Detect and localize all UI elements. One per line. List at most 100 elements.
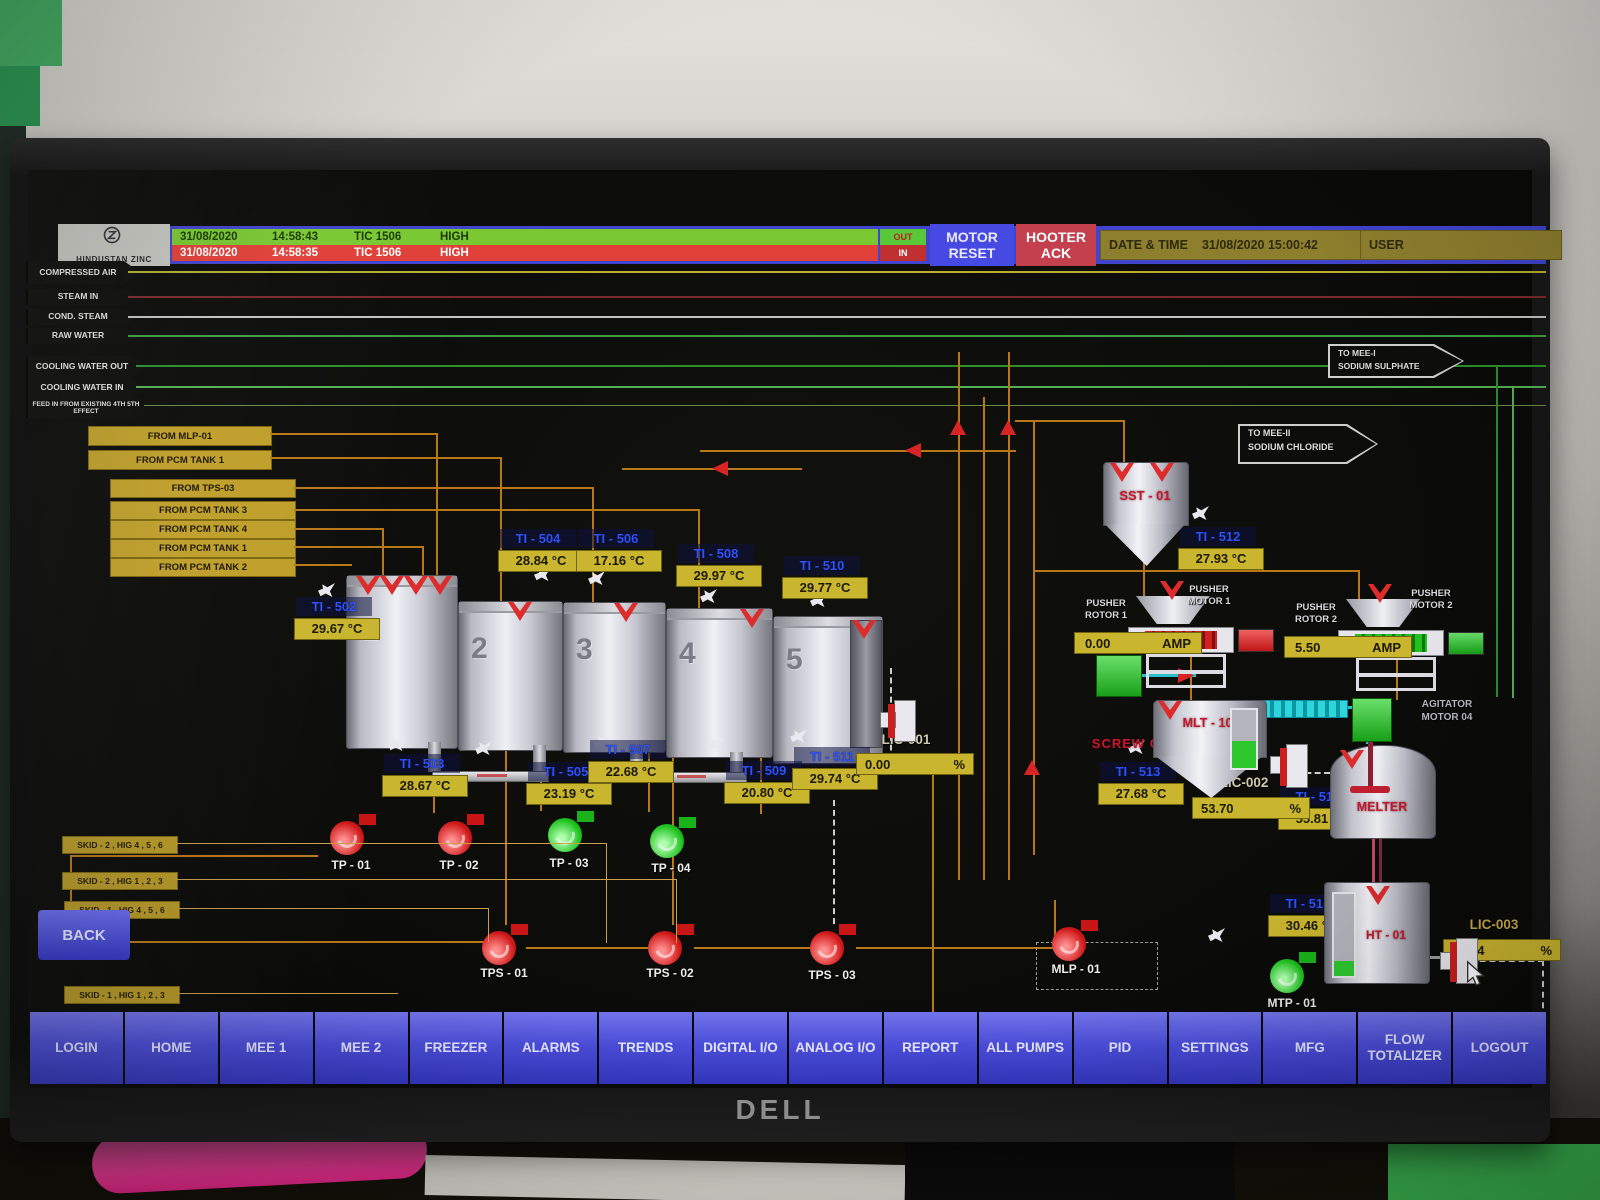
nav-report[interactable]: REPORT xyxy=(883,1012,977,1084)
pump-tp-02-label: TP - 02 xyxy=(439,858,479,872)
skid-line xyxy=(676,879,677,943)
pump-tp-04-label: TP - 04 xyxy=(651,861,691,875)
back-button[interactable]: BACK xyxy=(38,910,130,960)
pipe xyxy=(932,760,934,1058)
pump-tp-03[interactable] xyxy=(546,809,594,853)
nav-settings[interactable]: SETTINGS xyxy=(1168,1012,1262,1084)
pipe-melter-outlet-2 xyxy=(1379,836,1382,884)
datetime-field: DATE & TIME 31/08/2020 15:00:42 xyxy=(1100,230,1370,260)
pipe-riser xyxy=(958,352,960,880)
pump-mtp-01[interactable] xyxy=(1268,950,1316,994)
nav-mee-2[interactable]: MEE 2 xyxy=(314,1012,408,1084)
desk-cables xyxy=(905,1140,1235,1200)
ti-509-tag: TI - 509 xyxy=(726,761,802,780)
route-arrow-fill xyxy=(1330,346,1462,376)
from-tag-pcm1b: FROM PCM TANK 1 xyxy=(110,539,296,558)
nav-all-pumps[interactable]: ALL PUMPS xyxy=(978,1012,1072,1084)
alarm-tag: TIC 1506 xyxy=(354,247,402,259)
pump-icon xyxy=(810,931,844,965)
pipe-feed-existing xyxy=(144,405,1546,406)
pipe-cooling-riser-2 xyxy=(1512,388,1514,698)
motor-reset-button[interactable]: MOTOR RESET xyxy=(930,224,1014,266)
nav-mee-1[interactable]: MEE 1 xyxy=(219,1012,313,1084)
alarm-row-acknowledged[interactable]: 31/08/2020 14:58:43 TIC 1506 HIGH xyxy=(172,229,878,245)
pump-mtp-01-label: MTP - 01 xyxy=(1267,996,1317,1010)
skid-line xyxy=(178,908,488,909)
tank-4[interactable]: 4 xyxy=(666,608,773,758)
pump-outlet xyxy=(511,924,528,935)
mlt-101-name: MLT - 101 xyxy=(1182,716,1240,730)
pump-tp-04[interactable] xyxy=(648,815,696,859)
tank-3[interactable]: 3 xyxy=(563,602,666,753)
feed-tag-cooling-water-out: COOLING WATER OUT xyxy=(26,356,148,378)
pipe-cooling-water-in xyxy=(136,386,1546,388)
pump-tps-01[interactable] xyxy=(480,922,528,966)
pump-tps-02[interactable] xyxy=(646,922,694,966)
lic-001-valve[interactable] xyxy=(878,698,918,748)
conveyor-motor[interactable] xyxy=(1096,655,1142,697)
tank-number: 2 xyxy=(471,632,488,665)
user-field[interactable]: USER xyxy=(1360,230,1562,260)
alarm-ticker[interactable]: 31/08/2020 14:58:43 TIC 1506 HIGH 31/08/… xyxy=(172,229,878,261)
pipe-sst-outlet xyxy=(1143,562,1145,598)
pusher-motor-1-block[interactable] xyxy=(1238,629,1274,652)
alarm-row-active[interactable]: 31/08/2020 14:58:35 TIC 1506 HIGH xyxy=(172,245,878,261)
nav-analog-io[interactable]: ANALOG I/O xyxy=(789,1012,882,1084)
wall-green-object xyxy=(0,0,62,66)
pipe xyxy=(436,433,438,575)
alarm-time: 14:58:35 xyxy=(272,247,319,259)
nav-digital-io[interactable]: DIGITAL I/O xyxy=(694,1012,787,1084)
hooter-ack-button[interactable]: HOOTER ACK xyxy=(1016,224,1096,266)
agitator-motor-label: AGITATOR MOTOR 04 xyxy=(1421,699,1473,723)
ti-511-tag: TI - 511 xyxy=(794,747,870,766)
desk-green-object xyxy=(1388,1144,1600,1200)
pump-tp-01[interactable] xyxy=(328,812,376,856)
route-arrow-fill xyxy=(1240,426,1376,462)
nav-pid[interactable]: PID xyxy=(1073,1012,1167,1084)
melter-name: MELTER xyxy=(1356,800,1408,814)
tank-2[interactable]: 2 xyxy=(458,601,563,751)
pipe-cooling-water-out xyxy=(136,365,1546,367)
nav-home[interactable]: HOME xyxy=(124,1012,218,1084)
pump-tps-03[interactable] xyxy=(808,922,856,966)
pump-mlp-01[interactable] xyxy=(1050,918,1098,962)
pusher-motor-2-block[interactable] xyxy=(1448,632,1484,655)
lic-value: 53.70 xyxy=(1201,800,1234,816)
pump-outlet xyxy=(839,924,856,935)
from-tag-tps03: FROM TPS-03 xyxy=(110,479,296,498)
alarm-time: 14:58:43 xyxy=(272,231,319,243)
from-tag-pcm3: FROM PCM TANK 3 xyxy=(110,501,296,520)
agitator-shaft xyxy=(1368,742,1373,786)
valve-body xyxy=(894,700,916,742)
ti-503-tag: TI - 503 xyxy=(384,754,460,773)
dashed-line xyxy=(1296,772,1330,774)
company-logo-box: HINDUSTAN ZINC xyxy=(58,224,170,266)
skid-tag-4: SKID - 1 , HIG 1 , 2 , 3 xyxy=(64,986,180,1004)
nav-flow-totalizer[interactable]: FLOW TOTALIZER xyxy=(1358,1012,1452,1084)
ht-level-fill xyxy=(1334,961,1354,976)
dashed-line xyxy=(1542,960,1544,1040)
agitator-motor-block[interactable] xyxy=(1352,698,1392,742)
nav-alarms[interactable]: ALARMS xyxy=(504,1012,598,1084)
ti-505-tag: TI - 505 xyxy=(528,762,604,781)
feed-tag-compressed-air: COMPRESSED AIR xyxy=(26,261,140,284)
pipe xyxy=(294,487,594,489)
nav-mfg[interactable]: MFG xyxy=(1263,1012,1357,1084)
skid-line xyxy=(488,908,489,942)
nav-login[interactable]: LOGIN xyxy=(30,1012,123,1084)
pipe xyxy=(622,468,802,470)
nav-trends[interactable]: TRENDS xyxy=(599,1012,693,1084)
pipe-raw-water xyxy=(128,335,1546,337)
pump-tp-02[interactable] xyxy=(436,812,484,856)
nav-freezer[interactable]: FREEZER xyxy=(409,1012,503,1084)
pusher-rotor-1-label: PUSHER ROTOR 1 xyxy=(1084,598,1128,622)
amp-unit: AMP xyxy=(1372,639,1401,655)
nav-logout[interactable]: LOGOUT xyxy=(1453,1012,1546,1084)
lic-unit: % xyxy=(953,756,965,772)
lic-002-valve[interactable] xyxy=(1268,742,1310,792)
ti-503-value: 28.67 °C xyxy=(382,775,468,797)
pump-tp-03-label: TP - 03 xyxy=(549,856,589,870)
valve-actuator xyxy=(888,704,895,738)
